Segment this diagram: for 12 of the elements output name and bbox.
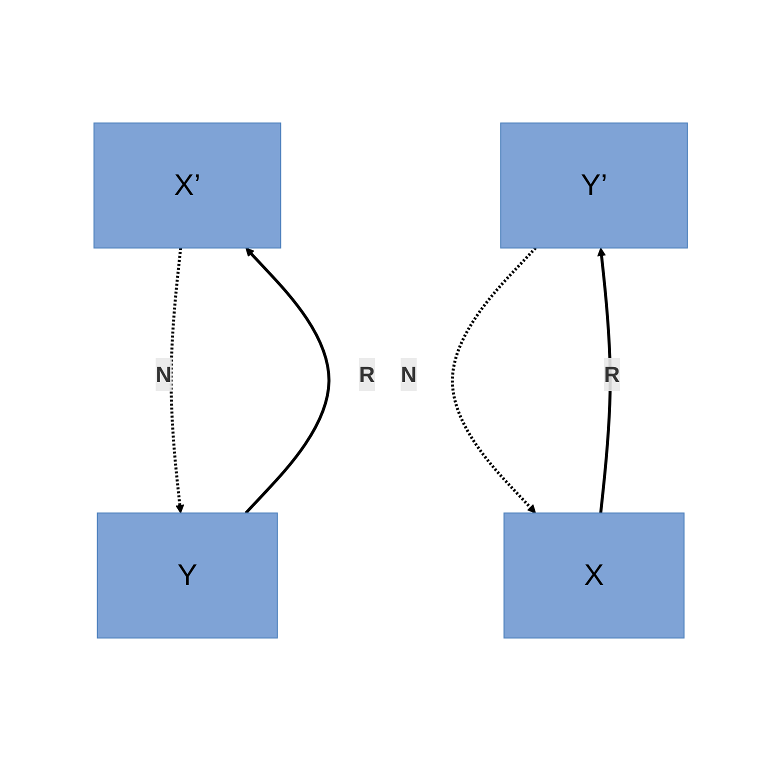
edge-label: R [604,362,620,386]
arrow [451,246,537,513]
node-box: X [504,512,685,638]
node-box: Y [97,512,278,638]
arrow [598,247,612,513]
node-box: Y’ [500,122,688,248]
arrow [170,247,184,513]
edge-label: R [359,362,376,386]
arrow [245,247,331,514]
node-box: X’ [94,122,282,248]
edge-label: N [401,362,417,386]
edge-label: N [156,362,172,386]
